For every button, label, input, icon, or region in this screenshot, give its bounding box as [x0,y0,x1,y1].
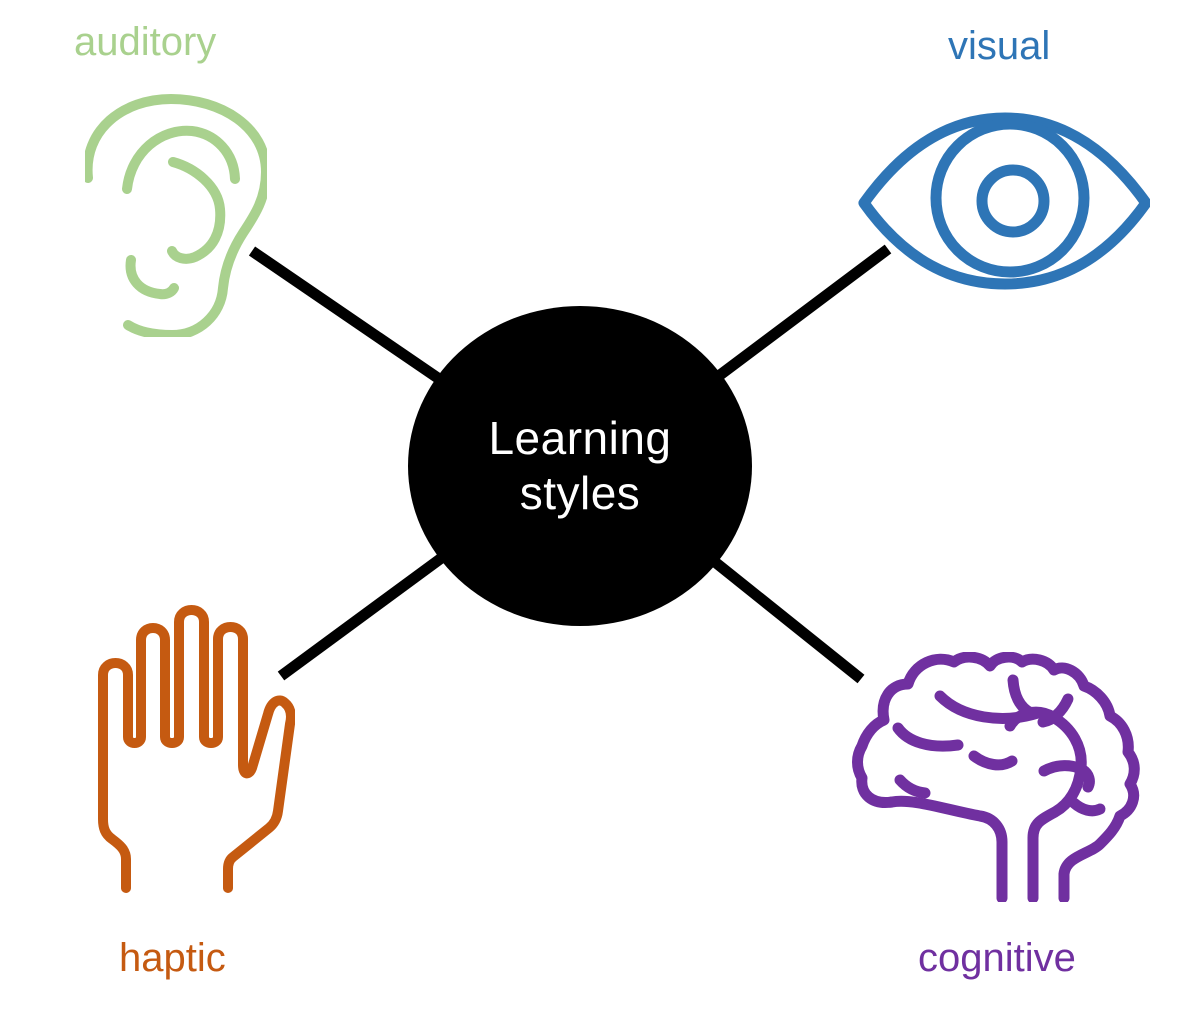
central-node-title-line1: Learning [488,412,672,464]
connector-line-auditory [248,246,474,405]
connector-line-visual [696,244,892,395]
connector-line-cognitive [686,537,865,684]
central-node-title-line2: styles [519,467,641,519]
hand-icon [95,598,295,893]
label-visual: visual [948,24,1051,68]
label-auditory: auditory [74,20,217,64]
brain-icon [852,652,1142,902]
ear-icon [85,92,267,337]
eye-icon [858,110,1150,292]
connector-line-haptic [277,532,474,681]
label-cognitive: cognitive [918,936,1076,980]
central-node: Learning styles [408,306,752,626]
label-haptic: haptic [119,936,226,980]
